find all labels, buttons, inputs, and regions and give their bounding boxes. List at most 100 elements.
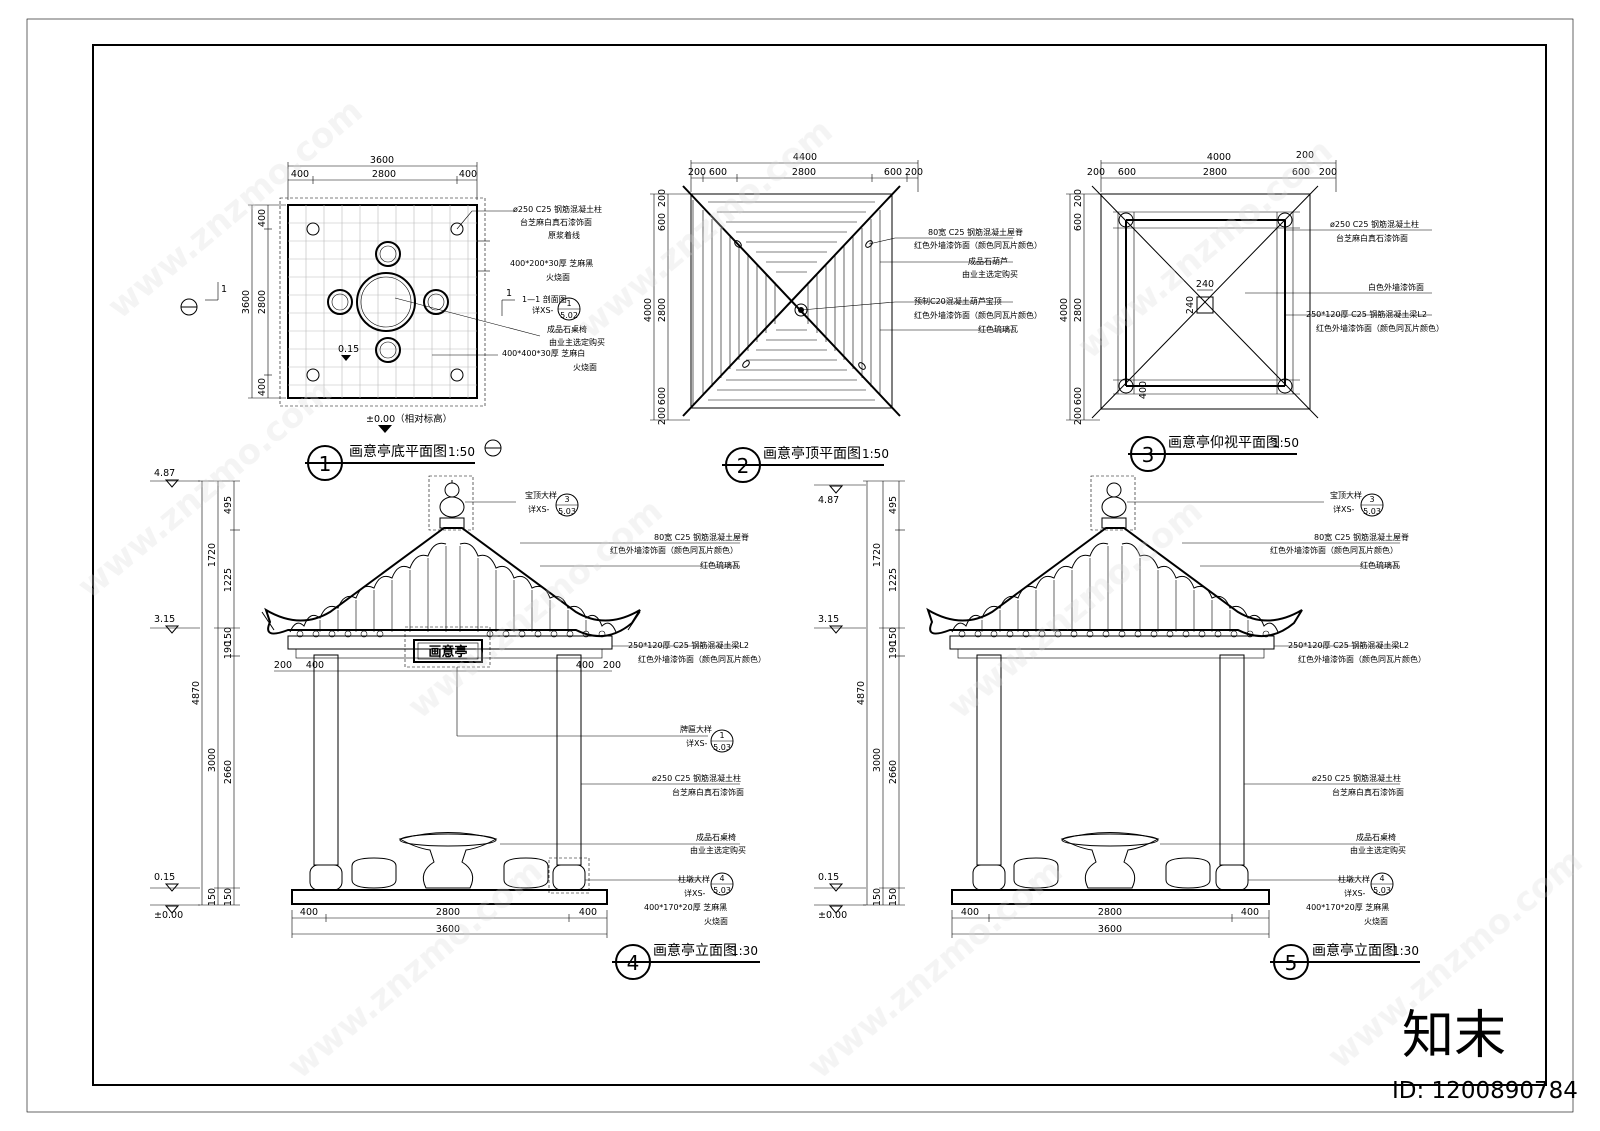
svg-text:火烧面: 火烧面	[704, 916, 728, 926]
svg-text:www.znzmo.com: www.znzmo.com	[400, 491, 670, 727]
svg-text:红色外墙漆饰面（颜色同瓦片颜色）: 红色外墙漆饰面（颜色同瓦片颜色）	[914, 240, 1042, 250]
dim-total: 3600	[370, 155, 394, 166]
svg-text:190: 190	[888, 641, 899, 659]
svg-text:详XS-: 详XS-	[532, 305, 554, 315]
svg-text:250*120厚 C25 钢筋混凝土梁L2: 250*120厚 C25 钢筋混凝土梁L2	[1288, 640, 1409, 650]
stone-stool	[375, 241, 401, 267]
drawing-title: 画意亭底平面图	[349, 443, 447, 460]
svg-text:详XS-: 详XS-	[686, 738, 708, 748]
stone-stool	[423, 289, 449, 315]
svg-text:4000: 4000	[643, 298, 654, 322]
inner-frame	[92, 44, 1547, 1086]
stone-stool	[375, 337, 401, 363]
svg-text:600: 600	[1118, 167, 1136, 178]
svg-text:3.15: 3.15	[818, 614, 839, 625]
svg-text:400: 400	[257, 378, 268, 396]
svg-text:1:50: 1:50	[862, 447, 889, 461]
svg-text:400: 400	[1241, 907, 1259, 918]
drawing-title: 画意亭顶平面图	[763, 445, 861, 462]
svg-text:240: 240	[1185, 296, 1196, 314]
svg-text:240: 240	[1196, 279, 1214, 290]
svg-text:画意亭: 画意亭	[428, 644, 467, 660]
svg-text:±0.00: ±0.00	[154, 910, 183, 921]
svg-text:600: 600	[657, 213, 668, 231]
ceiling-plan: 4000 200 600 2800 600 200 200 4000 200 6…	[1059, 150, 1444, 472]
drawing-title: 画意亭仰视平面图	[1168, 434, 1280, 451]
svg-text:150: 150	[207, 888, 218, 906]
svg-text:柱墩大样: 柱墩大样	[678, 874, 710, 884]
svg-text:4: 4	[719, 874, 724, 883]
floor-plan: 3600 400 2800 400 3600 400 2800 400 1 1 …	[180, 155, 605, 481]
svg-text:150: 150	[223, 888, 234, 906]
svg-text:4870: 4870	[856, 681, 867, 705]
svg-text:红色外墙漆饰面（颜色同瓦片颜色）: 红色外墙漆饰面（颜色同瓦片颜色）	[610, 545, 738, 555]
column	[450, 368, 464, 382]
svg-text:200: 200	[1073, 189, 1084, 207]
svg-text:400: 400	[579, 907, 597, 918]
svg-text:600: 600	[1073, 387, 1084, 405]
svg-text:2800: 2800	[657, 298, 668, 322]
svg-text:1:50: 1:50	[448, 445, 475, 459]
paving-grid	[288, 205, 477, 398]
svg-text:1:30: 1:30	[1392, 944, 1419, 958]
svg-text:150: 150	[888, 888, 899, 906]
svg-text:1: 1	[506, 288, 512, 299]
svg-text:红色外墙漆饰面（颜色同瓦片颜色）: 红色外墙漆饰面（颜色同瓦片颜色）	[1298, 654, 1426, 664]
svg-text:ø250 C25 钢筋混凝土柱: ø250 C25 钢筋混凝土柱	[1312, 773, 1401, 783]
svg-text:2800: 2800	[1203, 167, 1227, 178]
svg-text:1225: 1225	[888, 568, 899, 592]
svg-text:红色外墙漆饰面（颜色同瓦片颜色）: 红色外墙漆饰面（颜色同瓦片颜色）	[914, 310, 1042, 320]
stone-table	[356, 272, 416, 332]
svg-text:80宽 C25 钢筋混凝土屋脊: 80宽 C25 钢筋混凝土屋脊	[928, 227, 1023, 237]
svg-text:火烧面: 火烧面	[1364, 916, 1388, 926]
drawing-title: 画意亭立面图	[653, 942, 737, 959]
svg-text:台芝麻白真石漆饰面: 台芝麻白真石漆饰面	[1336, 233, 1408, 243]
svg-text:200: 200	[905, 167, 923, 178]
svg-text:5.03: 5.03	[713, 886, 731, 895]
outer-frame	[26, 18, 1574, 1113]
svg-text:详XS-: 详XS-	[1333, 504, 1355, 514]
svg-text:4: 4	[1379, 874, 1384, 883]
svg-text:2800: 2800	[436, 907, 460, 918]
svg-text:±0.00（相对标高）: ±0.00（相对标高）	[366, 413, 452, 425]
svg-text:柱墩大样: 柱墩大样	[1338, 874, 1370, 884]
svg-text:190: 190	[223, 641, 234, 659]
svg-text:3: 3	[1369, 495, 1374, 504]
svg-text:3600: 3600	[436, 924, 460, 935]
svg-text:4870: 4870	[191, 681, 202, 705]
svg-text:600: 600	[1073, 213, 1084, 231]
svg-text:成品石桌椅: 成品石桌椅	[1356, 832, 1396, 842]
svg-text:火烧面: 火烧面	[573, 362, 597, 372]
svg-text:2800: 2800	[257, 290, 268, 314]
svg-text:红色琉璃瓦: 红色琉璃瓦	[978, 324, 1018, 334]
elevation-side: 4.87 3.15 0.15 ±0.00 495 1225 1720 150 1…	[814, 475, 1426, 980]
svg-text:3: 3	[564, 495, 569, 504]
svg-text:成品石桌椅: 成品石桌椅	[696, 832, 736, 842]
svg-text:1:30: 1:30	[731, 944, 758, 958]
svg-text:红色外墙漆饰面（颜色同瓦片颜色）: 红色外墙漆饰面（颜色同瓦片颜色）	[1270, 545, 1398, 555]
drawing-title: 画意亭立面图	[1312, 942, 1396, 959]
svg-text:1720: 1720	[872, 543, 883, 567]
svg-text:www.znzmo.com: www.znzmo.com	[280, 851, 550, 1087]
svg-text:400*400*30厚 芝麻白: 400*400*30厚 芝麻白	[502, 348, 585, 358]
svg-text:1—1 剖面图: 1—1 剖面图	[522, 294, 567, 304]
column	[306, 368, 320, 382]
column	[306, 222, 320, 236]
svg-text:www.znzmo.com: www.znzmo.com	[100, 91, 370, 327]
svg-text:预制C20混凝土葫芦宝顶: 预制C20混凝土葫芦宝顶	[914, 296, 1002, 306]
svg-text:1225: 1225	[223, 568, 234, 592]
svg-text:4000: 4000	[1207, 152, 1231, 163]
svg-text:宝顶大样: 宝顶大样	[1330, 490, 1362, 500]
svg-text:由业主选定购买: 由业主选定购买	[549, 337, 605, 347]
svg-text:白色外墙漆饰面: 白色外墙漆饰面	[1368, 282, 1424, 292]
svg-text:1:50: 1:50	[1272, 436, 1299, 450]
svg-text:详XS-: 详XS-	[528, 504, 550, 514]
svg-text:台芝麻白真石漆饰面: 台芝麻白真石漆饰面	[520, 217, 592, 227]
svg-text:5.03: 5.03	[713, 743, 731, 752]
svg-text:1: 1	[719, 731, 724, 740]
elevation-front: 画意亭 4.87 3.15 0.15 ±0.00 495 1225 172	[150, 468, 766, 980]
svg-text:200: 200	[1319, 167, 1337, 178]
svg-text:200: 200	[688, 167, 706, 178]
svg-text:400: 400	[576, 660, 594, 671]
svg-text:红色外墙漆饰面（颜色同瓦片颜色）: 红色外墙漆饰面（颜色同瓦片颜色）	[638, 654, 766, 664]
